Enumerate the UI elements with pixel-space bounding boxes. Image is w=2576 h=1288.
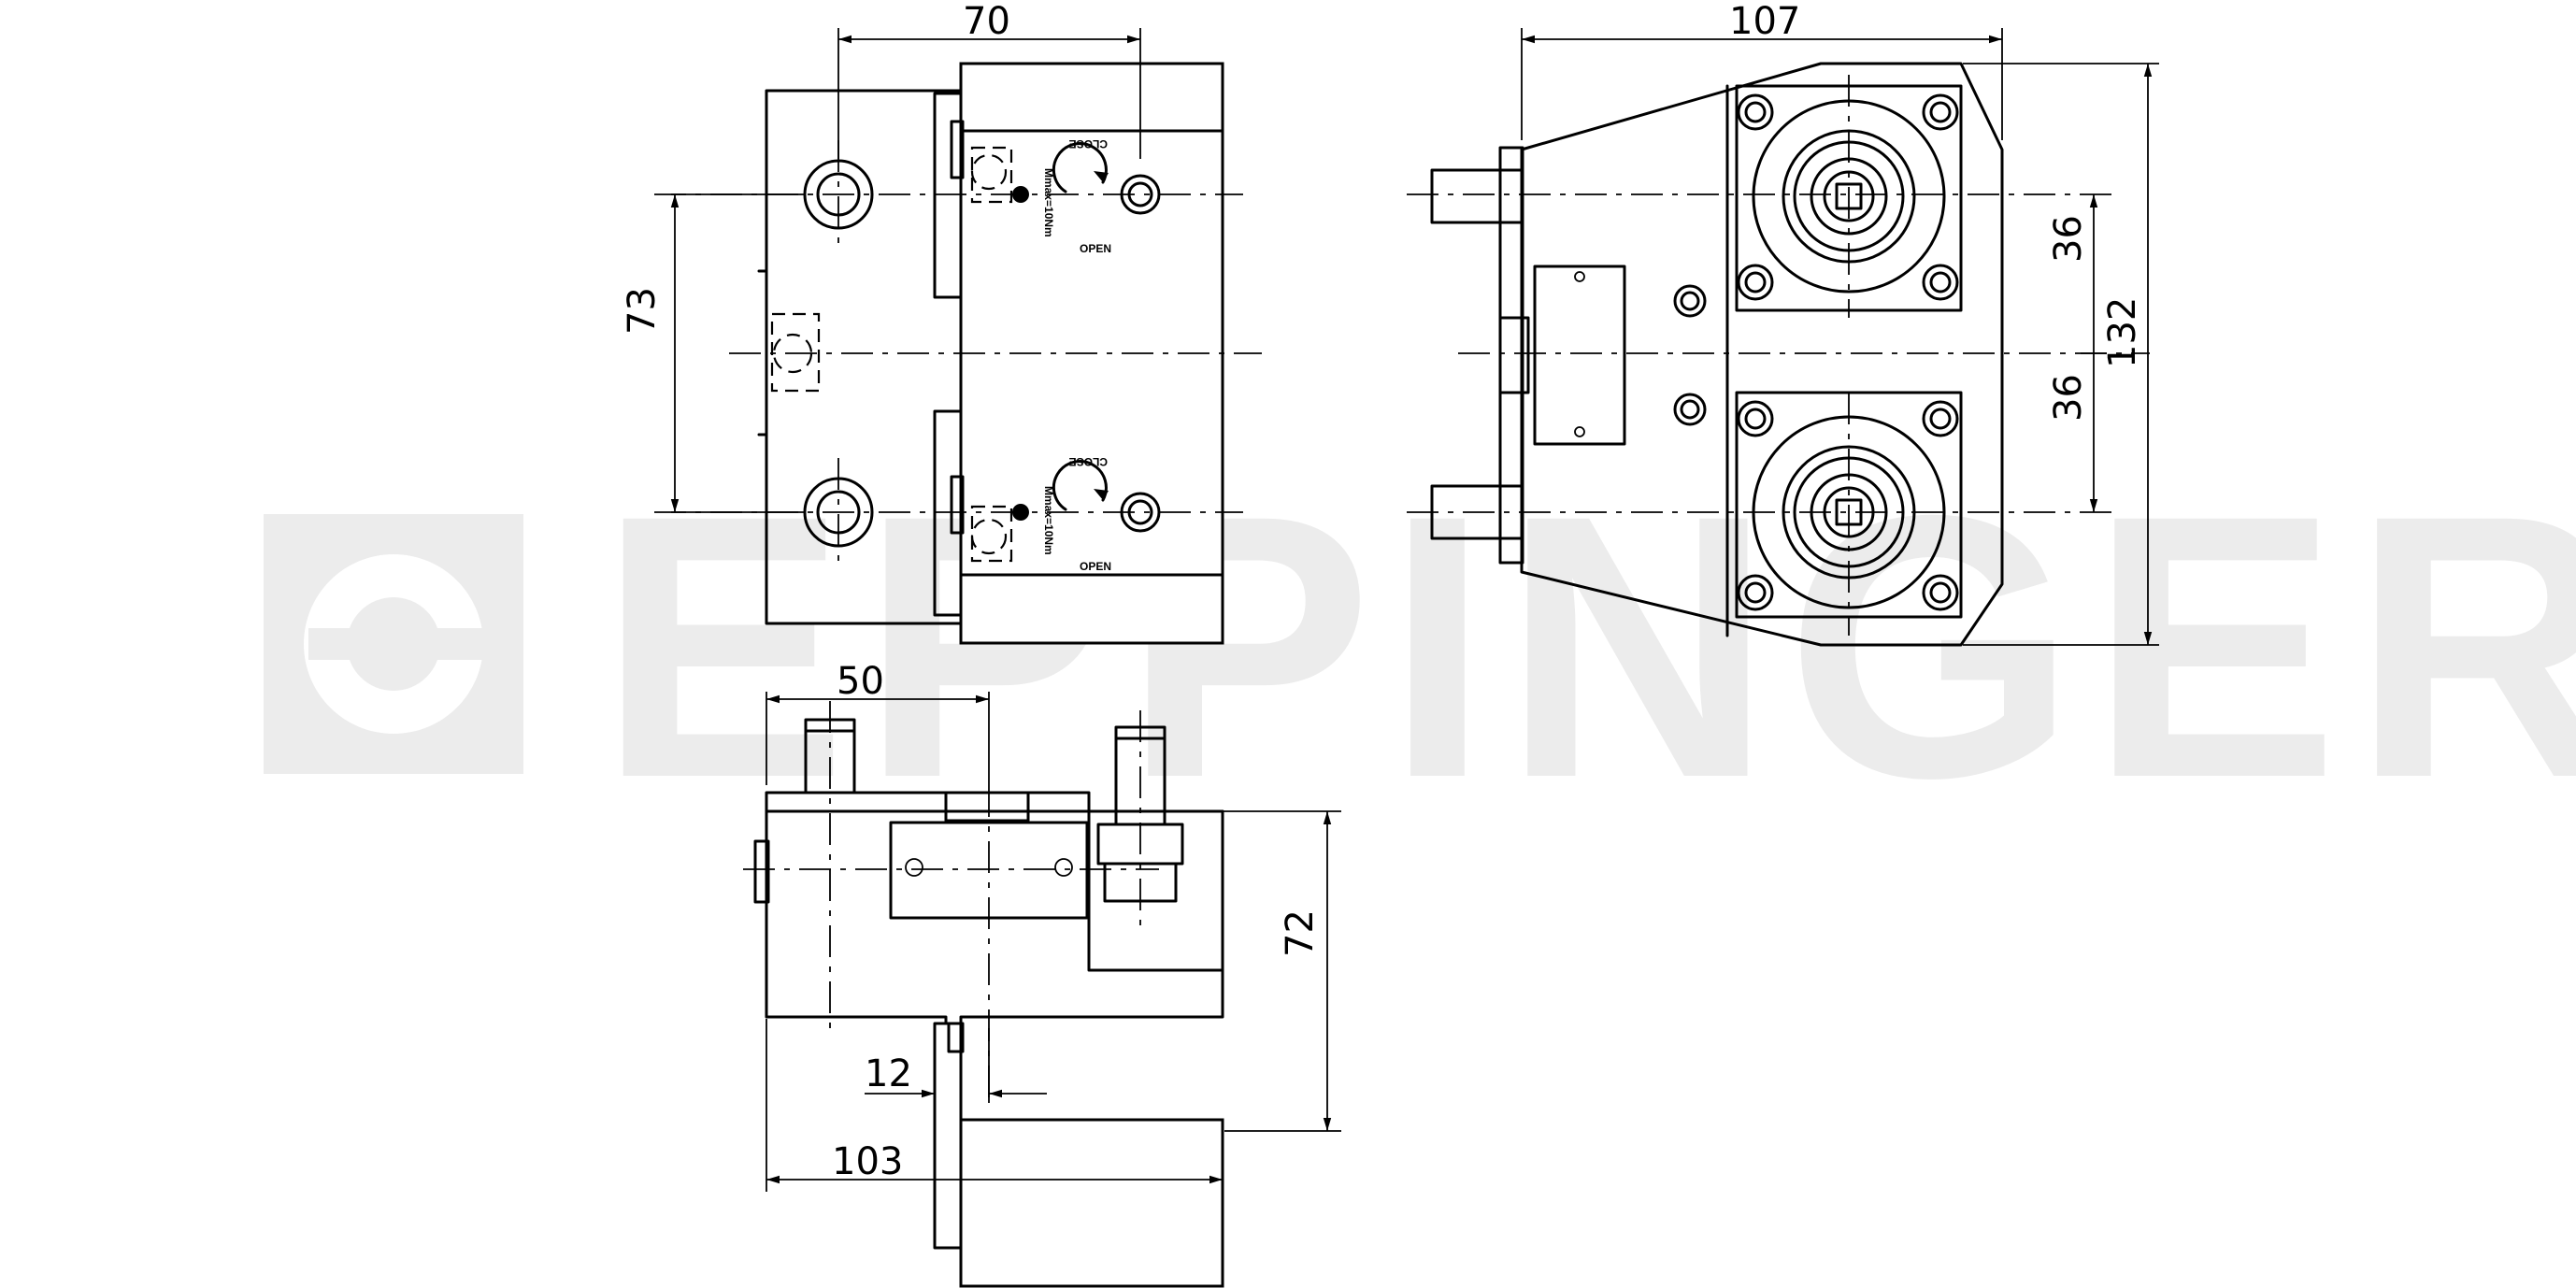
- dim-103: 103: [766, 1019, 1224, 1192]
- dim-50: 50: [766, 660, 990, 785]
- dim-36-lower-text: 36: [2047, 374, 2090, 422]
- dim-107-text: 107: [1729, 0, 1800, 43]
- dim-12-text: 12: [865, 1052, 912, 1095]
- dim-107: 107: [1521, 0, 2003, 140]
- dim-70-text: 70: [963, 0, 1010, 43]
- watermark-text: EPPINGER: [598, 437, 2576, 855]
- bottom-view: [743, 701, 1224, 1288]
- close-label-2: CLOSE: [1069, 455, 1108, 468]
- close-label: CLOSE: [1069, 137, 1108, 150]
- torque-label: Mmax=10Nm: [1042, 168, 1055, 237]
- open-label: OPEN: [1080, 242, 1111, 255]
- dim-73-text: 73: [621, 287, 664, 335]
- dim-132-text: 132: [2101, 297, 2144, 368]
- dim-36-36: 36 36: [2047, 194, 2107, 512]
- dim-72-text: 72: [1279, 909, 1322, 957]
- top-left-view: CLOSE OPEN Mmax=10Nm CLOSE OPEN Mmax=10N…: [654, 62, 1262, 645]
- dim-103-text: 103: [832, 1140, 903, 1183]
- torque-label-2: Mmax=10Nm: [1042, 486, 1055, 555]
- watermark: EPPINGER: [264, 437, 2576, 855]
- dim-36-upper-text: 36: [2047, 215, 2090, 263]
- dim-12: 12: [865, 1028, 1047, 1103]
- dim-132: 132: [1963, 63, 2159, 646]
- dim-50-text: 50: [837, 660, 884, 703]
- flange-bolts: [1737, 93, 1959, 611]
- dim-70: 70: [837, 0, 1141, 159]
- dim-73: 73: [621, 193, 804, 513]
- open-label-2: OPEN: [1080, 560, 1111, 573]
- dim-72: 72: [1178, 810, 1341, 1132]
- top-right-view: [1407, 62, 2150, 647]
